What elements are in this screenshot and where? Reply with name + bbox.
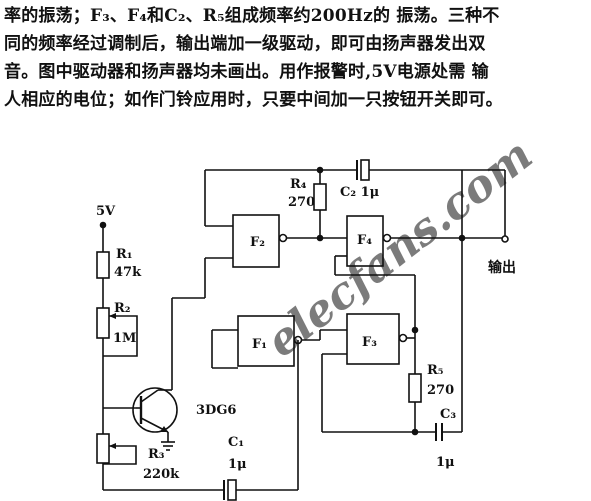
c2-label: C₂ 1μ xyxy=(340,185,380,200)
c1-value: 1μ xyxy=(228,457,247,472)
r3-value: 220k xyxy=(143,467,180,482)
gate-f4-label: F₄ xyxy=(357,233,372,248)
supply-rail xyxy=(99,221,107,490)
c3-name: C₃ xyxy=(440,407,456,422)
r3-name: R₃ xyxy=(148,447,165,462)
paragraph-line-4: 人相应的电位；如作门铃应用时，只要中间加一只按钮开关即可。 xyxy=(4,90,503,110)
paragraph-line-3: 音。图中驱动器和扬声器均未画出。用作报警时,5V电源处需 输 xyxy=(4,62,489,82)
c3-value: 1μ xyxy=(436,455,455,470)
description-paragraph: 率的振荡；F₃、F₄和C₂、R₅组成频率约200Hz的 振荡。三种不 同的频率经… xyxy=(4,2,588,114)
paragraph-line-2: 同的频率经过调制后，输出端加一级驱动，即可由扬声器发出双 xyxy=(4,34,486,54)
transistor-3dg6 xyxy=(132,298,178,451)
gate-f2 xyxy=(172,169,357,299)
r5-name: R₅ xyxy=(427,363,444,378)
potentiometer-r3 xyxy=(96,433,110,464)
paragraph-line-1: 率的振荡；F₃、F₄和C₂、R₅组成频率约200Hz的 振荡。三种不 xyxy=(4,6,500,26)
gate-f1-label: F₁ xyxy=(252,337,267,352)
r1-name: R₁ xyxy=(116,247,133,262)
r4-value: 270 xyxy=(288,195,315,210)
potentiometer-r2 xyxy=(96,307,110,339)
r1-value: 47k xyxy=(114,265,142,280)
gate-f4 xyxy=(334,215,416,330)
transistor-label: 3DG6 xyxy=(196,403,236,418)
resistor-r1 xyxy=(96,251,110,279)
r5-value: 270 xyxy=(427,383,454,398)
resistor-r4 xyxy=(313,183,327,211)
capacitor-c2 xyxy=(360,159,370,181)
r2-name: R₂ xyxy=(114,301,131,316)
c1-name: C₁ xyxy=(228,435,244,450)
output-label: 输出 xyxy=(488,259,516,276)
gate-f2-label: F₂ xyxy=(250,235,265,250)
supply-label: 5V xyxy=(96,204,116,219)
capacitor-c1 xyxy=(227,479,237,501)
r2-value: 1M xyxy=(113,331,136,346)
gate-f1 xyxy=(211,315,303,369)
r4-name: R₄ xyxy=(290,177,307,192)
resistor-r5 xyxy=(408,373,422,403)
gate-f3 xyxy=(321,313,408,432)
gate-f3-label: F₃ xyxy=(362,335,377,350)
